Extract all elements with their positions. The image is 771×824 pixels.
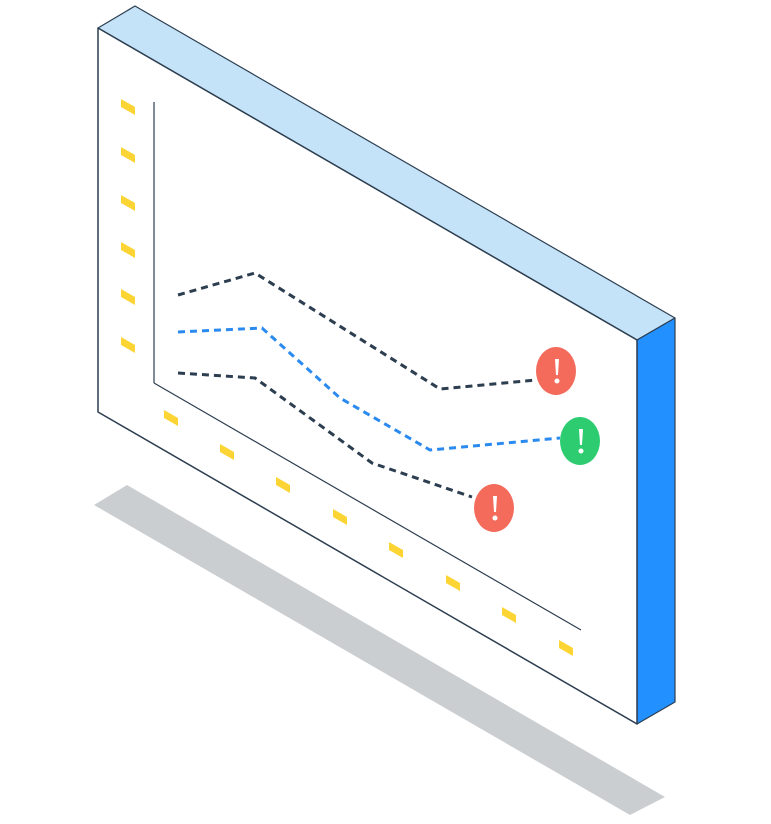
panel-side-face	[636, 317, 676, 725]
y-tick-marker	[121, 289, 135, 305]
exclamation-alert-icon-red	[536, 347, 576, 395]
x-tick-marker	[276, 477, 290, 493]
exclamation-alert-icon-green	[560, 417, 600, 465]
x-tick-marker	[333, 509, 347, 525]
y-tick-marker	[121, 147, 135, 163]
series-line-blue	[177, 326, 561, 452]
y-tick-marker	[121, 242, 135, 258]
x-tick-marker	[559, 640, 573, 656]
series-line-dark-top	[177, 271, 537, 391]
x-tick-marker	[502, 607, 516, 623]
x-tick-marker	[389, 542, 403, 558]
y-tick-marker	[121, 195, 135, 211]
series-line-dark-bottom	[177, 371, 473, 499]
x-tick-marker	[446, 575, 460, 591]
x-tick-marker	[220, 444, 234, 460]
y-tick-marker	[121, 337, 135, 353]
panel-front-face	[97, 27, 638, 725]
exclamation-alert-icon-red	[474, 484, 514, 532]
x-axis-tick-markers	[164, 410, 573, 656]
y-tick-marker	[121, 99, 135, 115]
floor-shadow	[94, 485, 665, 815]
chart-axes	[153, 102, 582, 631]
chart-series	[177, 271, 561, 499]
x-axis	[153, 382, 582, 631]
x-tick-marker	[164, 410, 178, 426]
y-axis-tick-markers	[121, 99, 135, 353]
